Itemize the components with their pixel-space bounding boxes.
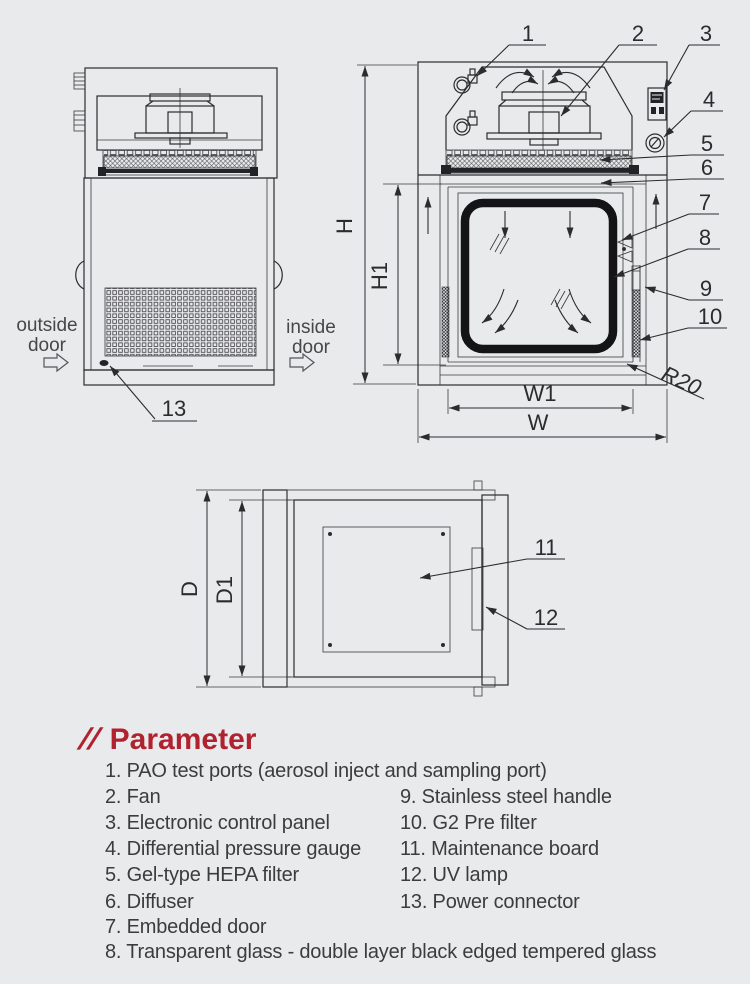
callout-2: 2	[560, 21, 657, 117]
parameter-item-1: 1. PAO test ports (aerosol inject and sa…	[105, 760, 547, 782]
callout-5-number: 5	[701, 131, 713, 156]
callout-6-number: 6	[701, 155, 713, 180]
callout-13: 13	[109, 365, 197, 422]
parameter-item-9: 9. Stainless steel handle	[400, 786, 612, 808]
parameter-item-3: 3. Electronic control panel	[105, 812, 330, 834]
pre-filter-strip-left	[441, 286, 450, 358]
hinge-icons	[73, 72, 86, 132]
callout-3: 3	[663, 21, 720, 91]
pre-filter-strip-right	[631, 289, 641, 358]
callout-12: 12	[485, 605, 565, 630]
callout-1: 1	[476, 21, 546, 77]
top-view-drawing	[262, 480, 509, 697]
airflow-arrows-chamber	[481, 211, 592, 334]
parameter-item-7: 7. Embedded door	[105, 916, 267, 938]
plenum-housing-outline	[445, 66, 633, 150]
callout-12-number: 12	[534, 605, 558, 630]
inside-direction-arrow-icon	[289, 352, 315, 373]
inside-door-label: inside door	[286, 317, 336, 373]
parameter-item-10: 10. G2 Pre filter	[400, 812, 537, 834]
callout-5: 5	[599, 131, 724, 163]
parameter-item-5: 5. Gel-type HEPA filter	[105, 864, 299, 886]
dim-label-r20: R20	[658, 361, 706, 401]
heading-slashes-icon: //	[76, 723, 103, 756]
dimension-h1: H1	[367, 183, 446, 366]
control-panel-icon	[647, 87, 667, 121]
parameter-item-11: 11. Maintenance board	[400, 838, 599, 860]
callout-3-number: 3	[700, 21, 712, 46]
outside-door-panel	[75, 177, 283, 371]
parameter-heading: // Parameter	[76, 723, 257, 757]
parameter-item-4: 4. Differential pressure gauge	[105, 838, 362, 860]
callout-10-number: 10	[698, 304, 722, 329]
dim-label-w: W	[528, 410, 549, 435]
dim-label-w1: W1	[524, 381, 557, 406]
dim-label-d: D	[177, 581, 202, 597]
callout-8: 8	[613, 225, 720, 278]
dimension-h: H	[332, 64, 417, 385]
dim-label-d1: D1	[212, 576, 237, 604]
callout-11: 11	[419, 535, 565, 580]
callout-9-number: 9	[700, 276, 712, 301]
airflow-arrows-return	[424, 194, 660, 234]
dimension-d: D	[177, 489, 261, 688]
handle-left-icon	[75, 260, 85, 290]
power-connector-icon	[99, 360, 109, 366]
callout-8-number: 8	[699, 225, 711, 250]
pressure-gauge-icon	[645, 133, 665, 153]
outside-door-label: outside door	[16, 315, 78, 373]
tempered-glass-window	[460, 198, 618, 354]
parameter-item-8: 8. Transparent glass - double layer blac…	[105, 941, 657, 963]
parameter-item-6: 6. Diffuser	[105, 891, 194, 913]
callout-7: 7	[621, 190, 719, 241]
callout-2-number: 2	[632, 21, 644, 46]
base-frame	[83, 369, 275, 386]
callout-1-number: 1	[522, 21, 534, 46]
handle-right-icon	[273, 260, 283, 290]
parameter-item-2: 2. Fan	[105, 786, 161, 808]
callout-4: 4	[663, 87, 723, 138]
door-latch-icon	[616, 236, 633, 263]
parameter-item-13: 13. Power connector	[400, 891, 580, 913]
front-view-drawing: outside door inside door 13	[16, 67, 336, 422]
inside-label-line1: inside	[286, 317, 336, 338]
perforated-grille	[104, 287, 257, 357]
parameter-heading-text: Parameter	[109, 723, 257, 756]
dimension-w: W	[417, 389, 668, 443]
callout-4-number: 4	[703, 87, 715, 112]
outside-label-line1: outside	[16, 315, 77, 336]
embedded-door	[441, 192, 641, 358]
airflow-arrows-top	[495, 68, 591, 94]
uv-lamp-icon	[471, 547, 484, 631]
callout-9: 9	[644, 276, 723, 301]
outside-direction-arrow-icon	[43, 352, 69, 373]
dimension-w1: W1	[447, 381, 634, 414]
glass-reflection-marks	[489, 233, 571, 310]
pao-test-ports-icon	[453, 68, 478, 136]
fan-front-icon	[134, 88, 228, 148]
callout-10: 10	[639, 304, 727, 341]
fan-plenum-outline	[96, 95, 263, 151]
technical-drawing: outside door inside door 13 H H1	[16, 21, 727, 697]
inside-label-line2: door	[292, 337, 331, 358]
outside-label-line2: door	[28, 335, 67, 356]
callout-13-number: 13	[162, 396, 186, 421]
hepa-filter-section	[441, 149, 639, 174]
parameter-item-12: 12. UV lamp	[400, 864, 508, 886]
section-view-drawing	[417, 61, 668, 386]
maintenance-board-panel	[322, 526, 451, 653]
dim-label-h: H	[332, 218, 357, 234]
callout-6: 6	[600, 155, 724, 187]
callout-r20: R20	[626, 361, 706, 401]
hepa-filter-front	[98, 149, 258, 176]
dim-label-h1: H1	[367, 262, 392, 290]
callout-7-number: 7	[699, 190, 711, 215]
callout-11-number: 11	[535, 535, 558, 560]
fan-section-icon	[486, 70, 602, 150]
dimension-d1: D1	[212, 499, 291, 678]
